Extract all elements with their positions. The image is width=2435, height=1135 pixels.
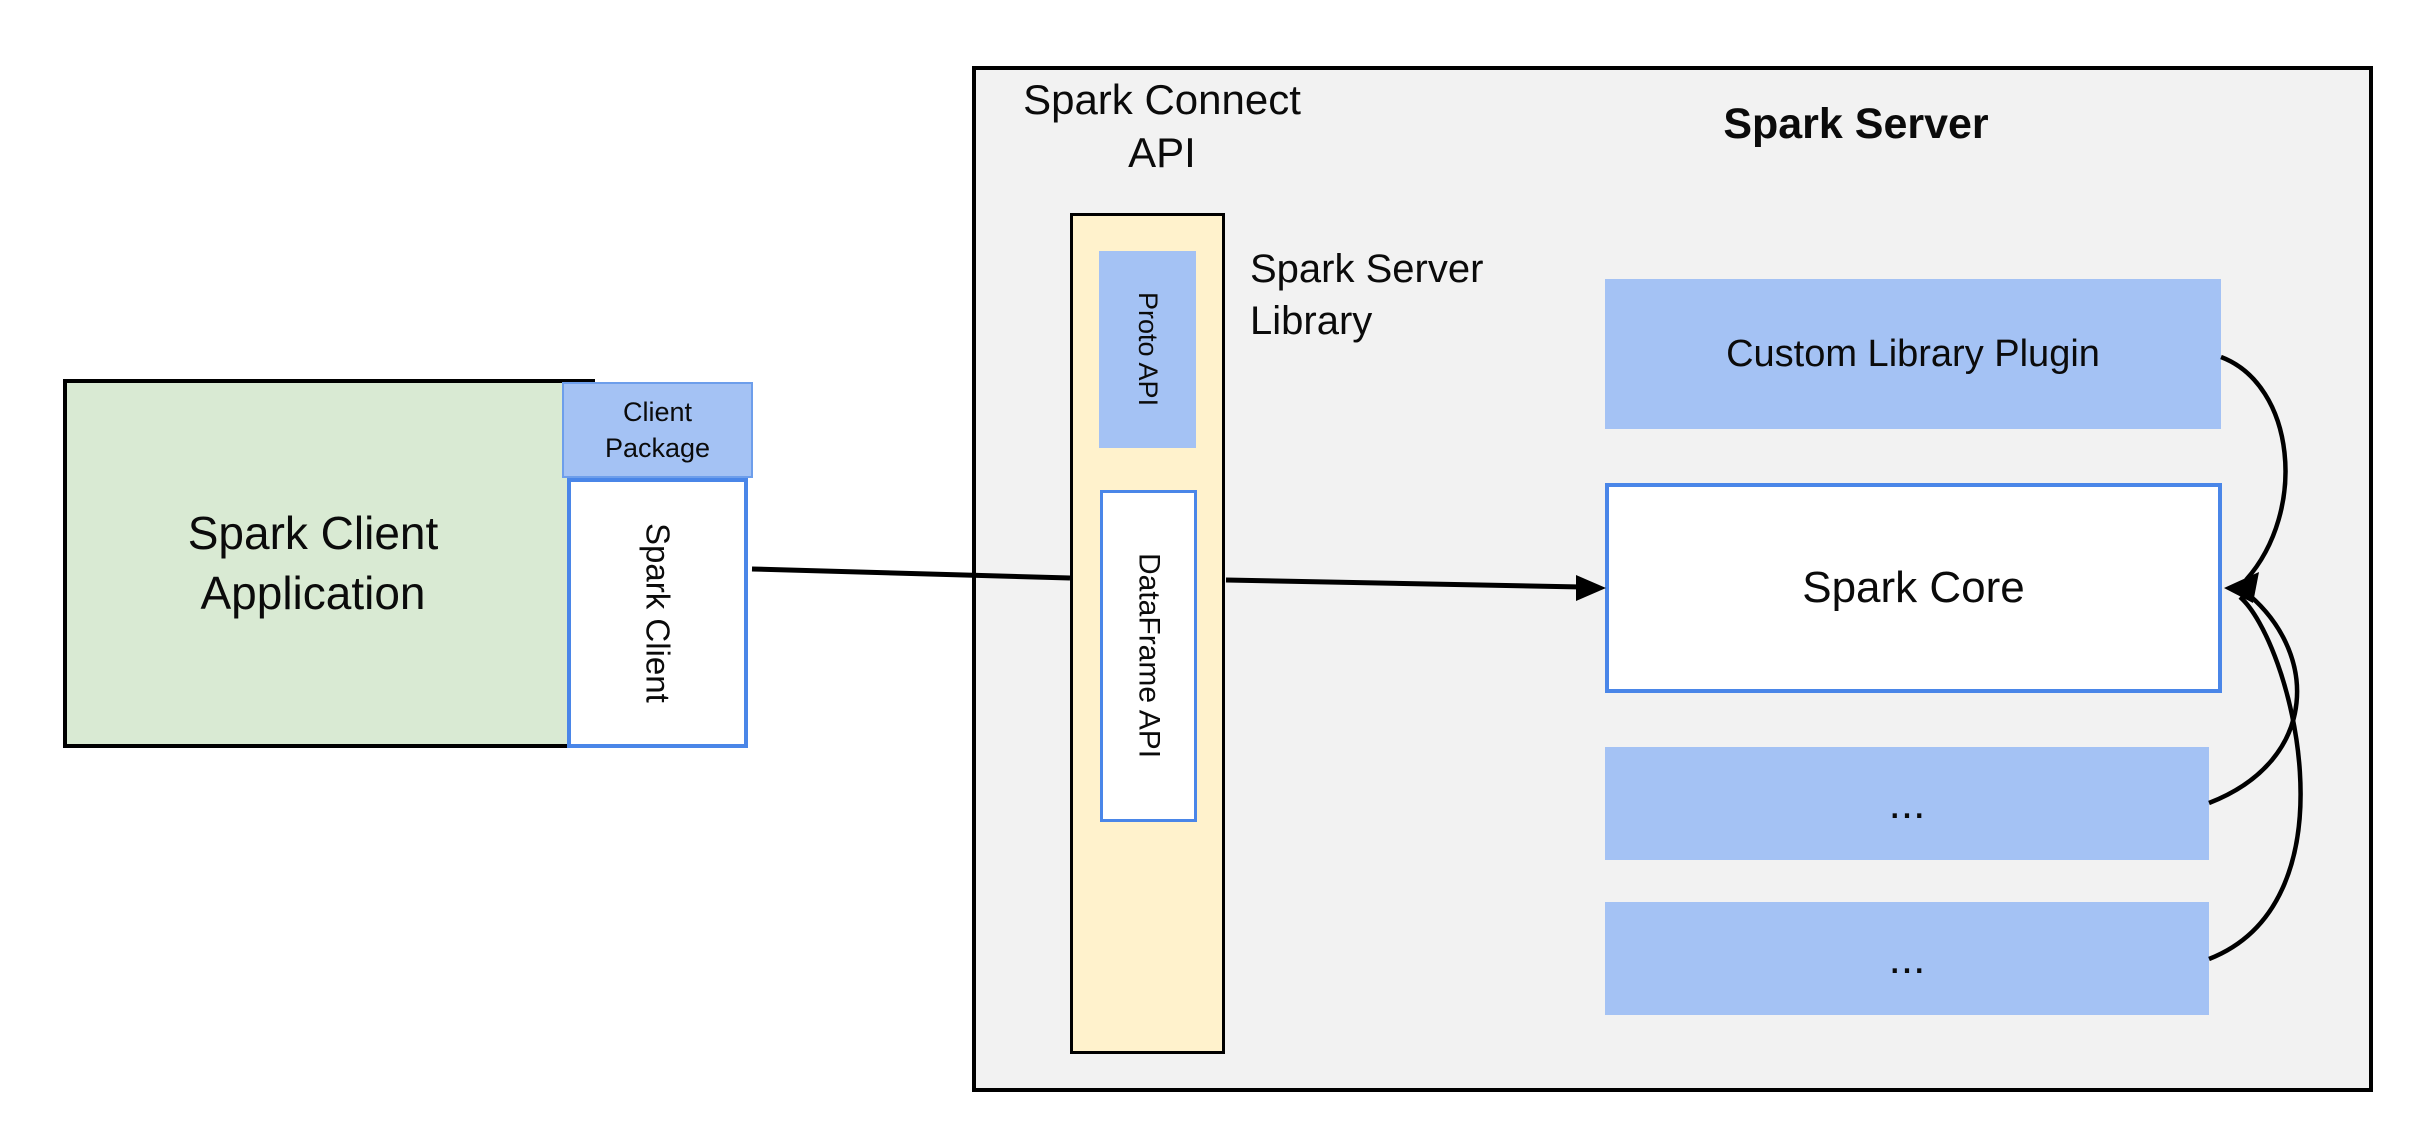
spark-client-box: Spark Client	[567, 478, 748, 748]
ellipsis-box-2: ...	[1605, 902, 2209, 1015]
spark-client-application-label: Spark Client Application	[187, 506, 439, 619]
spark-server-title: Spark Server	[1723, 100, 1989, 148]
dataframe-api-box: DataFrame API	[1100, 490, 1197, 822]
spark-client-application-box	[63, 379, 595, 748]
proto-api-label: Proto API	[1133, 292, 1163, 407]
proto-api-box: Proto API	[1099, 251, 1196, 448]
dataframe-api-label: DataFrame API	[1132, 553, 1166, 759]
spark-core-box: Spark Core	[1605, 483, 2222, 693]
spark-client-label: Spark Client	[639, 523, 677, 703]
spark-connect-api-title: Spark Connect API	[1023, 76, 1301, 176]
ellipsis-box-1: ...	[1605, 747, 2209, 860]
client-package-box: Client Package	[562, 382, 753, 478]
custom-library-plugin-box: Custom Library Plugin	[1605, 279, 2221, 429]
spark-server-library-label: Spark Server Library	[1250, 247, 1484, 343]
